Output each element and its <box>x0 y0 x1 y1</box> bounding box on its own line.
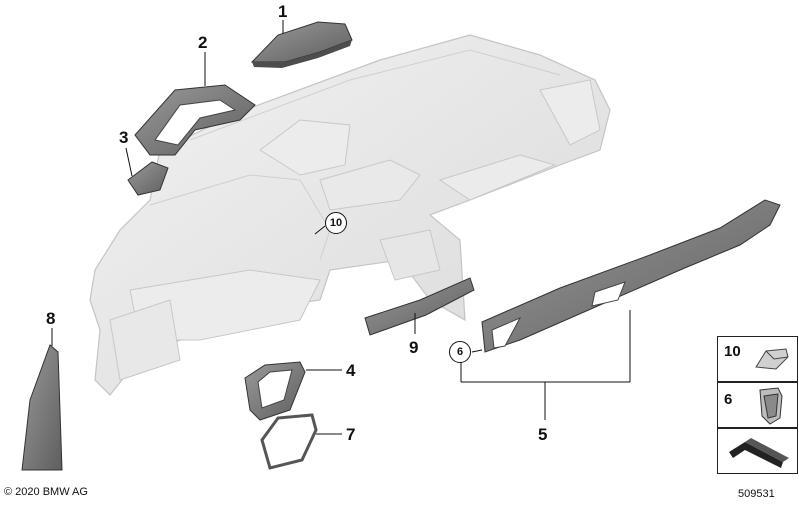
clip-icon <box>759 387 783 425</box>
legend-label-10: 10 <box>724 343 741 360</box>
part-3-side-vent <box>125 147 169 196</box>
callout-3: 3 <box>119 128 129 147</box>
part-5-decor-strip <box>460 199 781 420</box>
document-number: 509531 <box>738 488 775 500</box>
callout-2: 2 <box>198 33 208 52</box>
callout-8: 8 <box>46 309 56 328</box>
seal-profile-icon <box>729 438 789 468</box>
part-8-side-panel <box>21 328 63 471</box>
callout-1: 1 <box>278 2 288 21</box>
legend-box-6: 6 <box>717 382 798 428</box>
callout-4: 4 <box>346 361 356 380</box>
part-7-bracket <box>260 413 342 470</box>
callout-9: 9 <box>409 338 419 357</box>
legend-box-10: 10 <box>717 336 798 382</box>
callout-5: 5 <box>538 425 548 444</box>
legend-label-6: 6 <box>724 391 733 408</box>
part-4-center-vent-frame <box>244 361 342 421</box>
part-2-cluster-trim <box>134 52 256 156</box>
leader-10 <box>314 225 326 235</box>
part-1-display-cover <box>250 20 353 68</box>
clip-nut-icon <box>755 348 789 370</box>
callout-7: 7 <box>346 425 356 444</box>
part-9-lower-trim <box>364 277 475 336</box>
legend-box-seal <box>717 428 798 474</box>
dashboard-carrier <box>89 34 611 396</box>
circled-callout-6: 6 <box>449 341 471 363</box>
circled-callout-10: 10 <box>325 212 347 234</box>
copyright-text: © 2020 BMW AG <box>4 486 88 498</box>
